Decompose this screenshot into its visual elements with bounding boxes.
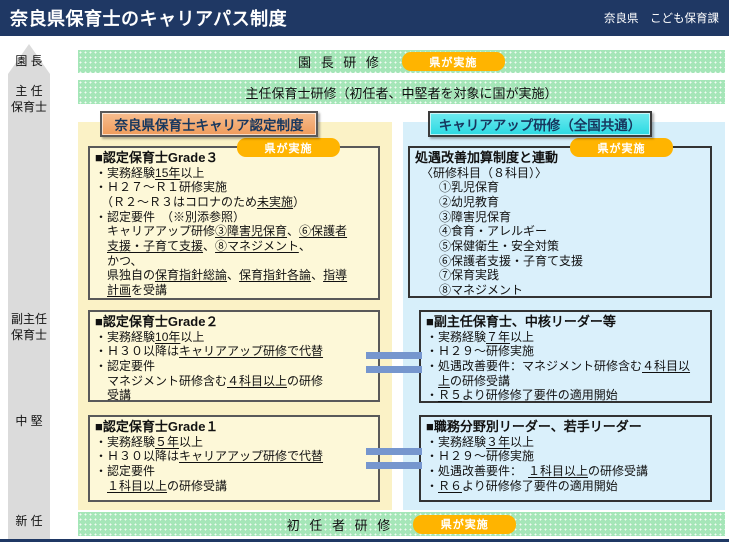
bottom-border-line [0,539,729,542]
page-title: 奈良県保育士のキャリアパス制度 [10,9,288,29]
box-grade3: ■認定保育士Grade３・実務経験15年以上・Ｈ２７～Ｒ１研修実施 （Ｒ２～Ｒ３… [88,146,380,300]
role-axis-arrow [8,44,50,540]
title-bar: 奈良県保育士のキャリアパス制度 奈良県 こども保育課 [0,0,729,36]
box-field-leader: ■職務分野別リーダー、若手リーダー・実務経験３年以上・Ｈ２９～研修実施・処遇改善… [419,415,712,502]
badge-prefecture-left-panel: 県が実施 [237,138,340,157]
band-principal-training: 園 長 研 修 県が実施 [78,50,725,73]
role-label-newcomer: 新 任 [15,514,43,528]
badge-prefecture-right-panel: 県が実施 [570,138,673,157]
band-principal-training-label: 園 長 研 修 [298,55,382,70]
equals-connector-grade1-bottom [366,462,422,469]
department-label: 奈良県 こども保育課 [604,13,719,25]
box-grade2: ■認定保育士Grade２・実務経験10年以上・Ｈ３０以降はキャリアアップ研修で代… [88,310,380,402]
role-label-vice-chief: 副主任 保育士 [10,312,47,342]
box-grade1: ■認定保育士Grade１・実務経験５年以上・Ｈ３０以降はキャリアアップ研修で代替… [88,415,380,502]
band-chief-training-label: 主任保育士研修（初任者、中堅者を対象に国が実施） [245,85,558,101]
role-label-midcareer: 中 堅 [15,414,43,428]
equals-connector-grade2-top [366,352,422,359]
box-training-subjects: 処遇改善加算制度と連動 〈研修科目（８科目）〉 ①乳児保育 ②幼児教育 ③障害児… [408,146,712,298]
equals-connector-grade2-bottom [366,366,422,373]
band-newcomer-training: 初 任 者 研 修 県が実施 [78,512,725,536]
header-careerup-training: キャリアアップ研修（全国共通） [428,111,652,137]
role-label-chief: 主 任 保育士 [10,84,47,114]
equals-connector-grade1-top [366,448,422,455]
box-vice-chief-leader: ■副主任保育士、中核リーダー等・実務経験７年以上・Ｈ２９～研修実施・処遇改善要件… [419,310,712,403]
band-chief-training: 主任保育士研修（初任者、中堅者を対象に国が実施） [78,80,725,104]
badge-prefecture-bottom: 県が実施 [413,514,517,534]
badge-prefecture-top: 県が実施 [401,52,505,71]
role-label-principal: 園 長 [15,54,43,68]
header-nara-certification: 奈良県保育士キャリア認定制度 [100,111,318,137]
band-newcomer-training-label: 初 任 者 研 修 [286,517,394,533]
